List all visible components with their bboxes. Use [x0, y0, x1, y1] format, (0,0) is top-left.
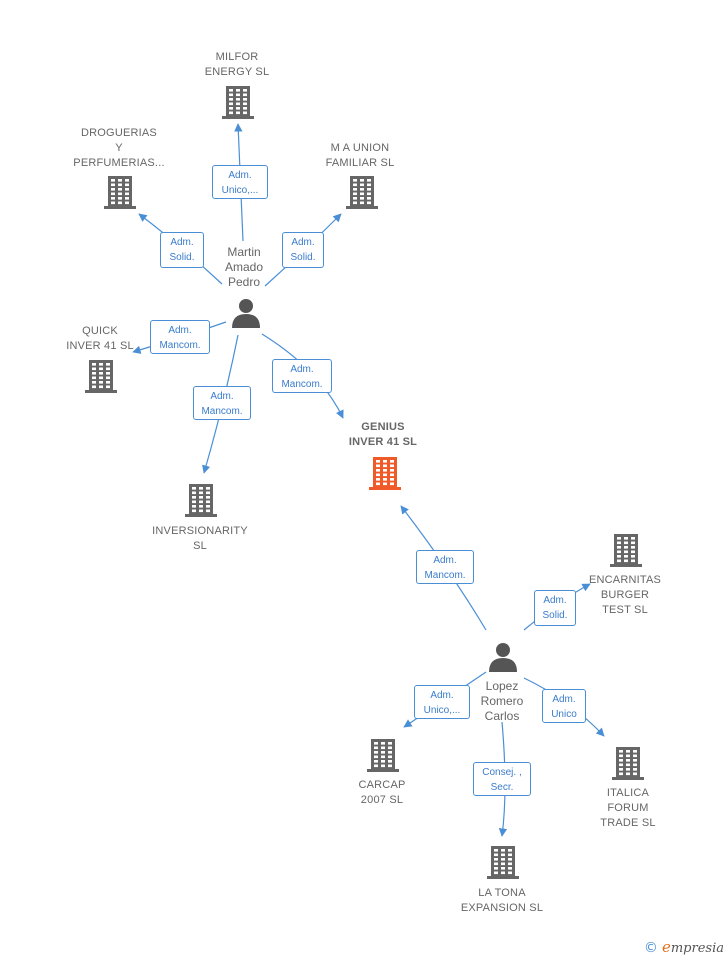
encarnitas-building-icon[interactable] [610, 534, 642, 567]
company-name-line: M A UNION [330, 142, 390, 154]
company-name-genius[interactable]: GENIUS INVER 41 SL [349, 420, 417, 450]
relation-label-line: Solid. [542, 610, 568, 621]
company-name-line: ITALICA [606, 787, 650, 799]
relation-label-martin-maunion[interactable]: Adm. Solid. [282, 232, 324, 268]
relation-label-line: Consej. , [482, 767, 522, 778]
person-name-line: Lopez [485, 679, 519, 693]
inversionarity-building-icon[interactable] [185, 484, 217, 517]
company-name-quick[interactable]: QUICK INVER 41 SL [66, 324, 134, 354]
relation-label-line: Solid. [290, 252, 316, 263]
relation-label-line: Solid. [169, 252, 195, 263]
relation-label-line: Adm. [552, 694, 576, 705]
relation-label-line: Adm. [228, 170, 252, 181]
lopez-person-icon[interactable] [489, 643, 517, 672]
company-name-line: INVER 41 SL [348, 436, 418, 448]
company-name-line: TEST SL [602, 604, 648, 616]
genius-building-icon[interactable] [369, 457, 401, 490]
relation-label-martin-milfor[interactable]: Adm. Unico,... [212, 165, 268, 199]
relation-label-line: Adm. [210, 391, 234, 402]
relation-label-line: Unico [551, 709, 577, 720]
company-name-carcap[interactable]: CARCAP 2007 SL [358, 778, 405, 808]
company-name-line: 2007 SL [360, 794, 404, 806]
icons-layer [85, 86, 644, 879]
company-name-italica[interactable]: ITALICA FORUM TRADE SL [600, 786, 655, 831]
italica-building-icon[interactable] [612, 747, 644, 780]
company-name-line: MILFOR [215, 51, 259, 63]
relation-label-martin-quick[interactable]: Adm. Mancom. [150, 320, 210, 354]
company-name-line: ENERGY SL [204, 66, 270, 78]
milfor-building-icon[interactable] [222, 86, 254, 119]
relation-label-line: Mancom. [424, 570, 466, 581]
relation-label-line: Mancom. [159, 340, 201, 351]
edges-layer [132, 123, 605, 837]
person-name-line: Martin [227, 245, 261, 259]
relation-label-lopez-latona[interactable]: Consej. , Secr. [473, 762, 531, 796]
company-name-line: LA TONA [478, 887, 526, 899]
person-name-line: Romero [480, 694, 524, 708]
relation-label-line: Adm. [170, 237, 194, 248]
company-name-line: TRADE SL [600, 817, 656, 829]
relation-label-lopez-italica[interactable]: Adm. Unico [542, 689, 586, 723]
company-name-line: ENCARNITAS [588, 574, 662, 586]
company-name-line: PERFUMERIAS... [73, 157, 165, 169]
relation-label-line: Mancom. [201, 406, 243, 417]
relation-label-line: Adm. [290, 364, 314, 375]
company-name-line: INVER 41 SL [66, 340, 134, 352]
relation-label-line: Adm. [291, 237, 315, 248]
company-name-line: CARCAP [358, 779, 406, 791]
company-name-maunion[interactable]: M A UNION FAMILIAR SL [326, 141, 395, 171]
relation-label-martin-genius[interactable]: Adm. Mancom. [272, 359, 332, 393]
carcap-building-icon[interactable] [367, 739, 399, 772]
relation-label-line: Unico,... [221, 185, 259, 196]
relation-label-lopez-carcap[interactable]: Adm. Unico,... [414, 685, 470, 719]
relation-label-line: Adm. [168, 325, 192, 336]
company-name-line: DROGUERIAS [81, 127, 157, 139]
relation-label-line: Mancom. [281, 379, 323, 390]
latona-building-icon[interactable] [487, 846, 519, 879]
empresia-logo[interactable]: © empresia [643, 938, 724, 956]
quick-building-icon[interactable] [85, 360, 117, 393]
relation-label-line: Unico,... [423, 705, 461, 716]
company-name-line: QUICK [82, 325, 118, 337]
person-name-line: Pedro [227, 275, 261, 289]
company-name-line: SL [193, 540, 207, 552]
person-name-line: Amado [224, 260, 264, 274]
company-name-line: GENIUS [361, 421, 405, 433]
relation-label-line: Adm. [430, 690, 454, 701]
company-name-encarnitas[interactable]: ENCARNITAS BURGER TEST SL [589, 573, 661, 618]
company-name-line: FORUM [607, 802, 649, 814]
company-name-milfor[interactable]: MILFOR ENERGY SL [205, 50, 270, 80]
relation-label-martin-inversionarity[interactable]: Adm. Mancom. [193, 386, 251, 420]
relation-label-martin-droguerias[interactable]: Adm. Solid. [160, 232, 204, 268]
relation-label-line: Adm. [433, 555, 457, 566]
relation-label-line: Adm. [543, 595, 567, 606]
company-name-droguerias[interactable]: DROGUERIAS Y PERFUMERIAS... [73, 126, 164, 171]
droguerias-building-icon[interactable] [104, 176, 136, 209]
person-name-line: Carlos [484, 709, 520, 723]
company-name-line: INVERSIONARITY [152, 525, 248, 537]
relation-label-lopez-genius[interactable]: Adm. Mancom. [416, 550, 474, 584]
martin-person-icon[interactable] [232, 299, 260, 328]
company-name-line: EXPANSION SL [460, 902, 544, 914]
company-name-inversionarity[interactable]: INVERSIONARITY SL [152, 524, 248, 554]
relation-label-line: Secr. [490, 782, 514, 793]
company-name-line: Y [115, 142, 123, 154]
company-name-line: FAMILIAR SL [325, 157, 395, 169]
relation-label-lopez-encarnitas[interactable]: Adm. Solid. [534, 590, 576, 626]
company-name-line: BURGER [600, 589, 650, 601]
maunion-building-icon[interactable] [346, 176, 378, 209]
company-name-latona[interactable]: LA TONA EXPANSION SL [461, 886, 543, 916]
